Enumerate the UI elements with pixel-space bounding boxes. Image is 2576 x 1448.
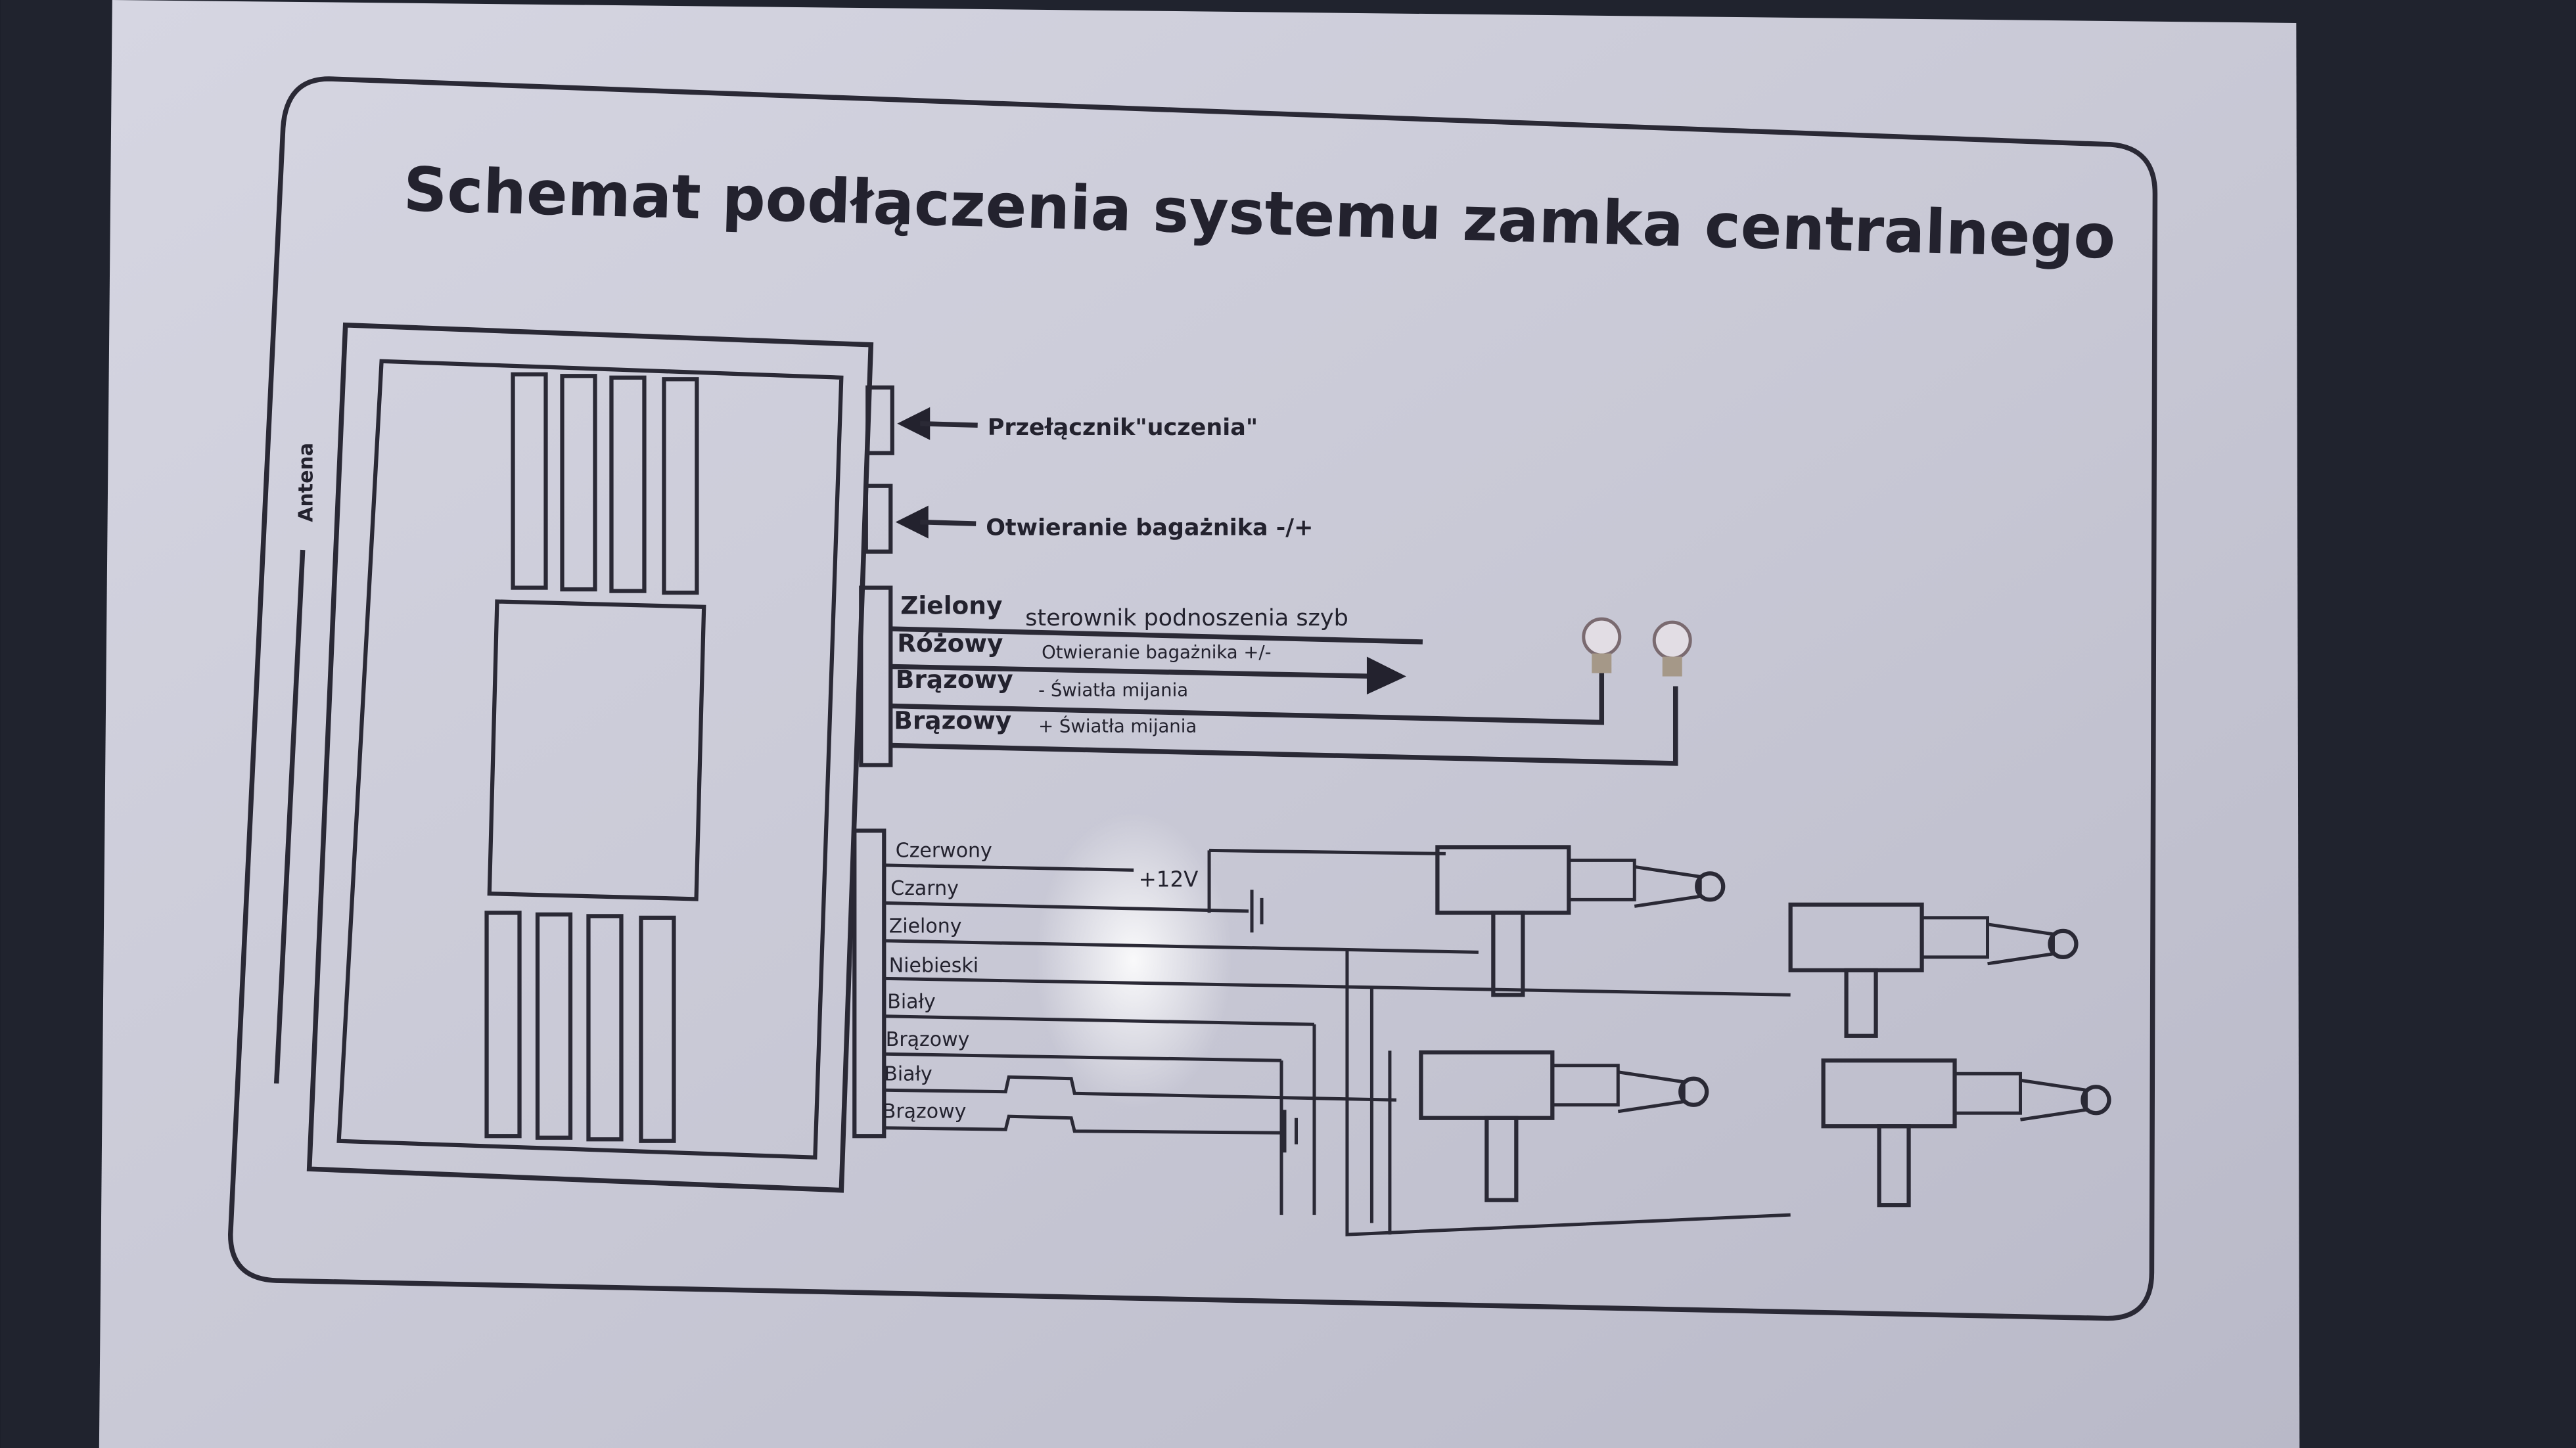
wire-color-label: Brązowy	[894, 706, 1011, 735]
wire-color-label: Zielony	[889, 915, 962, 938]
ground-icon	[1283, 1110, 1298, 1153]
learn-switch-label: Przełącznik"uczenia"	[988, 415, 1258, 441]
supply-label: +12V	[1139, 867, 1199, 892]
learn-switch-input: Przełącznik"uczenia"	[897, 407, 1258, 441]
trunk-open-label: Otwieranie bagażnika -/+	[986, 515, 1313, 541]
bulb-icon	[1582, 617, 1622, 673]
wire-function-label: - Światła mijania	[1038, 679, 1188, 701]
wire-color-label: Biały	[884, 1062, 932, 1085]
photo-glare	[1035, 812, 1233, 1108]
diagram-border	[227, 76, 2158, 1321]
wire-color-label: Brązowy	[886, 1028, 970, 1051]
wire-color-label: Brązowy	[896, 665, 1013, 694]
trunk-open-input: Otwieranie bagażnika -/+	[895, 505, 1313, 541]
aux-wires: Zielony sterownik podnoszenia szyb Różow…	[890, 591, 1692, 766]
actuator-icon	[1419, 1050, 1709, 1202]
wire-color-label: Czerwony	[896, 839, 992, 862]
wire-color-label: Brązowy	[883, 1100, 967, 1123]
actuator-icon	[1788, 902, 2079, 1038]
bulb-icon	[1652, 620, 1692, 677]
wire-color-label: Różowy	[897, 629, 1003, 658]
control-unit	[306, 322, 894, 1193]
actuator-icon	[1435, 845, 1726, 997]
wire-color-label: Czarny	[890, 877, 959, 900]
actuator-icon	[1821, 1058, 2111, 1208]
door-actuators	[1419, 845, 2111, 1208]
arrow-left-icon	[895, 505, 929, 539]
wire-color-label: Zielony	[900, 591, 1002, 620]
antenna-wire	[273, 549, 306, 1084]
wire-color-label: Biały	[887, 990, 936, 1013]
wire-color-label: Niebieski	[889, 954, 978, 977]
arrow-right-icon	[1366, 656, 1406, 695]
wire-function-label: sterownik podnoszenia szyb	[1025, 605, 1348, 631]
antenna-label: Antena	[295, 443, 318, 522]
arrow-left-icon	[897, 407, 931, 440]
wire-function-label: + Światła mijania	[1038, 714, 1197, 736]
lock-wires: Czerwony +12V Czarny Zielony Niebieski B…	[883, 839, 1791, 1236]
paper-sheet	[99, 0, 2300, 1448]
ground-icon	[1250, 890, 1264, 933]
wire-function-label: Otwieranie bagażnika +/-	[1042, 642, 1271, 663]
